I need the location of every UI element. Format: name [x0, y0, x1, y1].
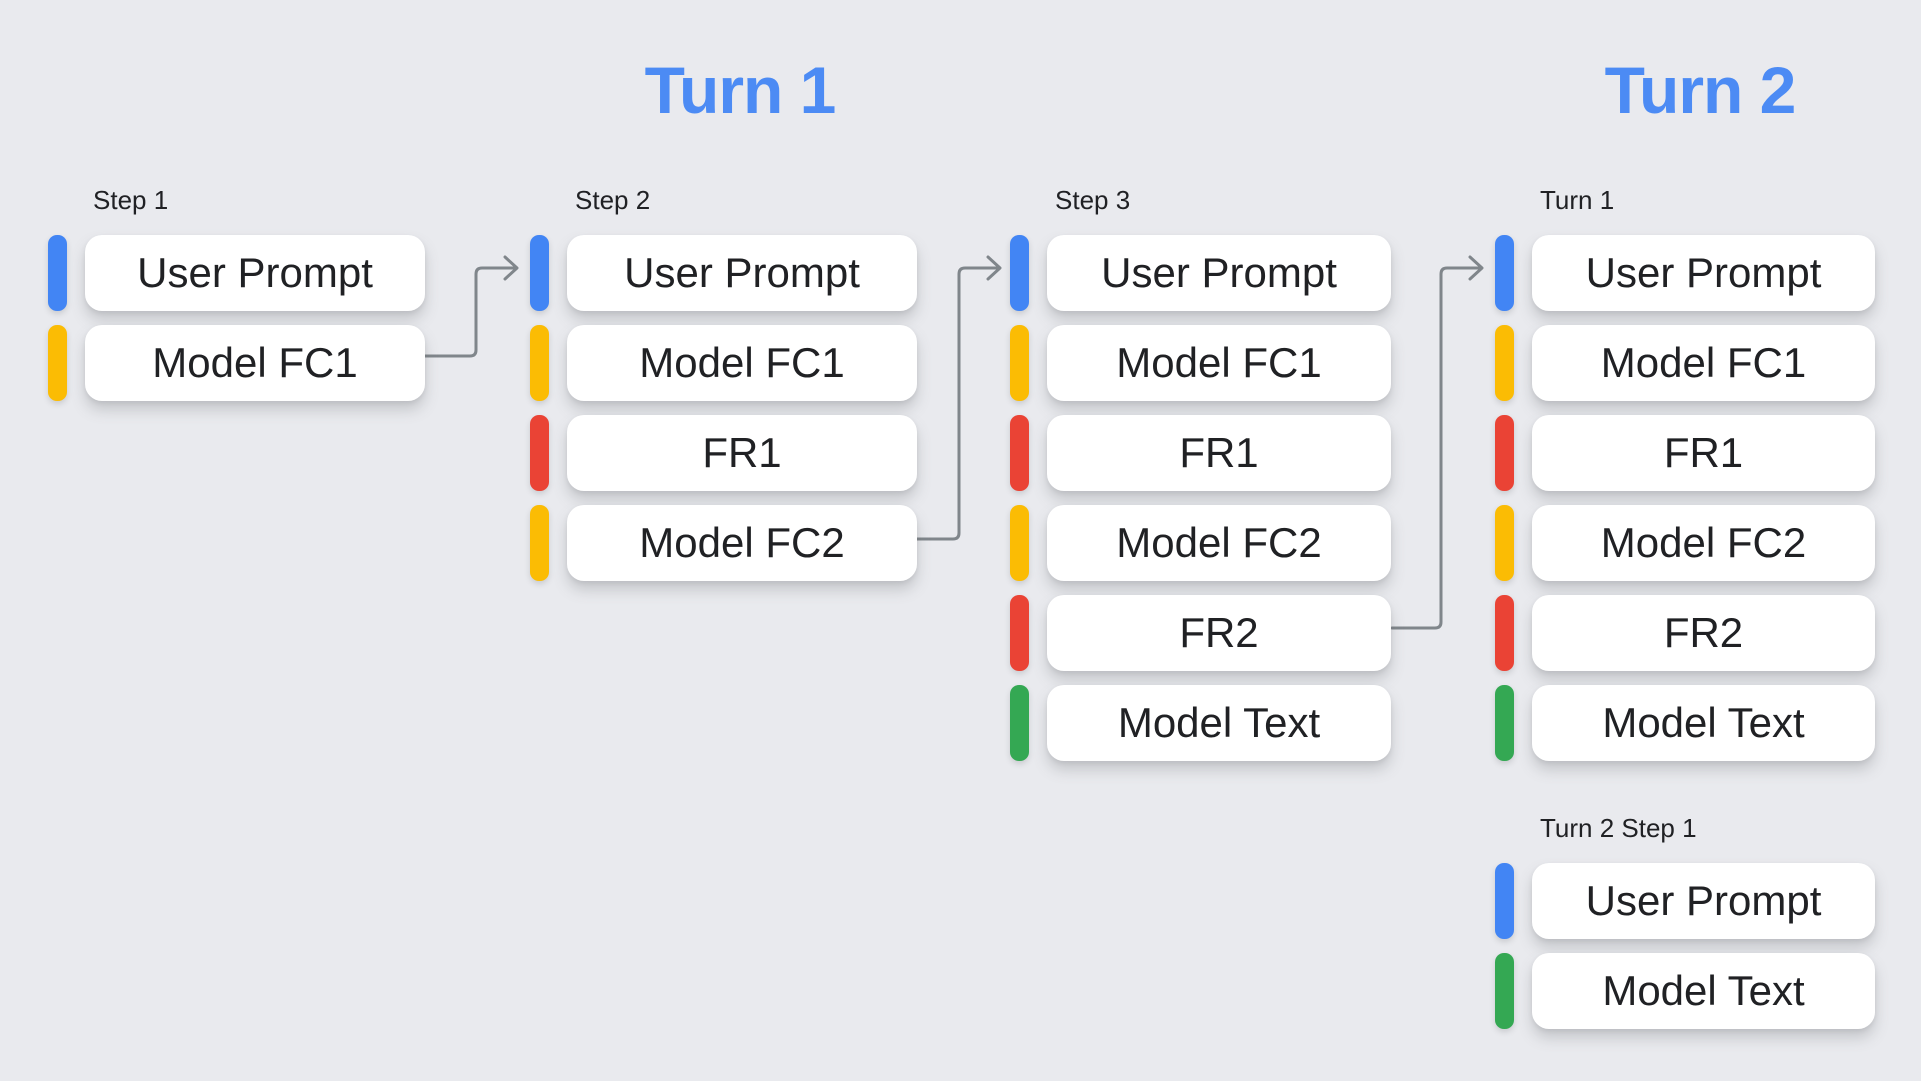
color-bar-model-text: [1495, 685, 1514, 761]
row-model-text: Model Text: [1495, 685, 1875, 761]
row-model-text: Model Text: [1010, 685, 1391, 761]
node-user-prompt: User Prompt: [1532, 863, 1875, 939]
column-turn-2-step-1-rows: User Prompt Model Text: [1495, 863, 1875, 1029]
node-model-fc1: Model FC1: [85, 325, 425, 401]
node-user-prompt: User Prompt: [1532, 235, 1875, 311]
column-step-2: Step 2 User Prompt Model FC1 FR1 Model F…: [530, 186, 917, 581]
color-bar-model-fc2: [1010, 505, 1029, 581]
column-step-3-rows: User Prompt Model FC1 FR1 Model FC2 FR2 …: [1010, 235, 1391, 761]
arrow-step1-to-step2: [423, 266, 518, 358]
row-user-prompt: User Prompt: [48, 235, 425, 311]
row-model-fc2: Model FC2: [530, 505, 917, 581]
node-model-text: Model Text: [1047, 685, 1391, 761]
node-user-prompt: User Prompt: [85, 235, 425, 311]
row-user-prompt: User Prompt: [530, 235, 917, 311]
row-fr1: FR1: [1010, 415, 1391, 491]
color-bar-model-fc2: [1495, 505, 1514, 581]
column-turn-2-step-1-label: Turn 2 Step 1: [1540, 813, 1697, 843]
row-model-fc2: Model FC2: [1495, 505, 1875, 581]
column-step-3: Step 3 User Prompt Model FC1 FR1 Model F…: [1010, 186, 1391, 761]
row-fr2: FR2: [1495, 595, 1875, 671]
arrow-step3-to-turn2: [1390, 266, 1483, 630]
node-fr2: FR2: [1047, 595, 1391, 671]
node-fr1: FR1: [567, 415, 917, 491]
column-turn-2-step-1: Turn 2 Step 1 User Prompt Model Text: [1495, 814, 1875, 1029]
color-bar-user-prompt: [530, 235, 549, 311]
node-model-fc2: Model FC2: [1532, 505, 1875, 581]
row-fr1: FR1: [530, 415, 917, 491]
column-step-1-rows: User Prompt Model FC1: [48, 235, 425, 401]
color-bar-fr2: [1010, 595, 1029, 671]
color-bar-user-prompt: [1495, 235, 1514, 311]
color-bar-fr2: [1495, 595, 1514, 671]
row-model-fc1: Model FC1: [48, 325, 425, 401]
row-user-prompt: User Prompt: [1495, 863, 1875, 939]
node-model-text: Model Text: [1532, 685, 1875, 761]
node-model-fc2: Model FC2: [567, 505, 917, 581]
row-model-fc1: Model FC1: [1495, 325, 1875, 401]
arrow-step2-to-step3: [915, 266, 1001, 541]
column-step-3-label: Step 3: [1055, 185, 1131, 215]
color-bar-fr1: [1495, 415, 1514, 491]
arrow-step1-to-step2-head: [503, 255, 519, 281]
node-fr2: FR2: [1532, 595, 1875, 671]
column-step-2-label: Step 2: [575, 185, 651, 215]
row-fr1: FR1: [1495, 415, 1875, 491]
color-bar-fr1: [530, 415, 549, 491]
arrow-step3-to-turn2-head: [1468, 255, 1484, 281]
row-user-prompt: User Prompt: [1495, 235, 1875, 311]
color-bar-user-prompt: [1495, 863, 1514, 939]
color-bar-user-prompt: [1010, 235, 1029, 311]
row-model-fc1: Model FC1: [530, 325, 917, 401]
color-bar-model-fc1: [1010, 325, 1029, 401]
row-fr2: FR2: [1010, 595, 1391, 671]
node-user-prompt: User Prompt: [567, 235, 917, 311]
row-model-text: Model Text: [1495, 953, 1875, 1029]
row-model-fc1: Model FC1: [1010, 325, 1391, 401]
column-turn-1-history: Turn 1 User Prompt Model FC1 FR1 Model F…: [1495, 186, 1875, 761]
turn-2-title: Turn 2: [1604, 53, 1797, 127]
color-bar-model-fc2: [530, 505, 549, 581]
arrow-step2-to-step3-head: [986, 255, 1002, 281]
color-bar-model-text: [1495, 953, 1514, 1029]
color-bar-model-fc1: [48, 325, 67, 401]
color-bar-model-fc1: [530, 325, 549, 401]
node-user-prompt: User Prompt: [1047, 235, 1391, 311]
column-step-1: Step 1 User Prompt Model FC1: [48, 186, 425, 401]
column-turn-1-history-rows: User Prompt Model FC1 FR1 Model FC2 FR2 …: [1495, 235, 1875, 761]
color-bar-fr1: [1010, 415, 1029, 491]
column-step-1-label: Step 1: [93, 185, 169, 215]
node-fr1: FR1: [1047, 415, 1391, 491]
column-step-2-rows: User Prompt Model FC1 FR1 Model FC2: [530, 235, 917, 581]
color-bar-model-text: [1010, 685, 1029, 761]
node-model-fc2: Model FC2: [1047, 505, 1391, 581]
row-model-fc2: Model FC2: [1010, 505, 1391, 581]
node-model-text: Model Text: [1532, 953, 1875, 1029]
node-model-fc1: Model FC1: [1047, 325, 1391, 401]
node-model-fc1: Model FC1: [1532, 325, 1875, 401]
node-model-fc1: Model FC1: [567, 325, 917, 401]
color-bar-model-fc1: [1495, 325, 1514, 401]
turn-1-title: Turn 1: [644, 53, 837, 127]
row-user-prompt: User Prompt: [1010, 235, 1391, 311]
color-bar-user-prompt: [48, 235, 67, 311]
column-turn-1-history-label: Turn 1: [1540, 185, 1615, 215]
node-fr1: FR1: [1532, 415, 1875, 491]
